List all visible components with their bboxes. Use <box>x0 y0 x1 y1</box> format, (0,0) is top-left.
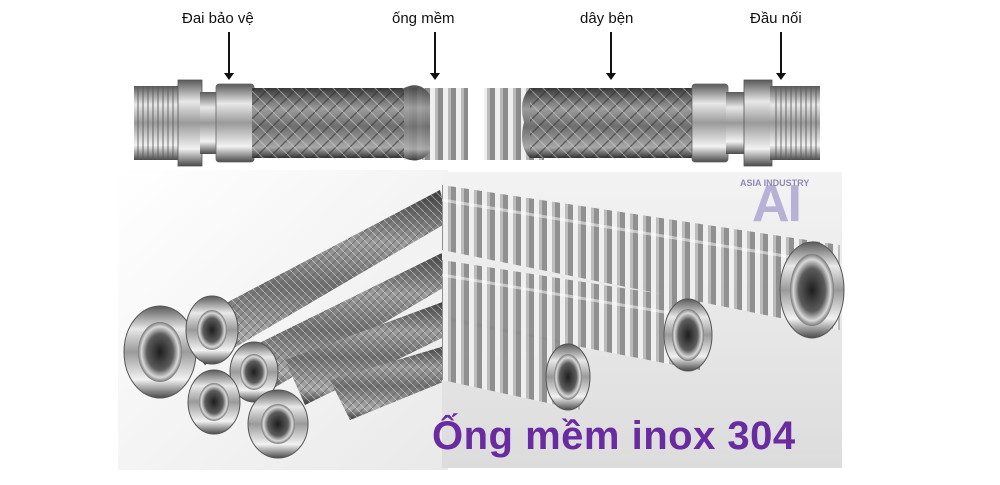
brand-watermark: AI ASIA INDUSTRY <box>740 175 809 233</box>
label-clamp: Đai bảo vệ <box>182 10 254 27</box>
brand-letters: AI <box>752 175 802 233</box>
arrow-fitting <box>776 32 786 80</box>
arrow-braid <box>606 32 616 80</box>
corrugated-hoses-photo <box>441 172 845 468</box>
top-assembly <box>134 79 820 167</box>
arrow-hose <box>430 32 440 80</box>
label-fitting: Đầu nối <box>750 10 802 27</box>
braided-hoses-photo <box>118 170 448 470</box>
product-caption: Ống mềm inox 304 <box>432 414 796 458</box>
label-hose: ống mềm <box>392 10 455 27</box>
arrow-clamp <box>224 32 234 80</box>
label-braid: dây bện <box>580 10 634 27</box>
brand-name: ASIA INDUSTRY <box>740 178 810 188</box>
